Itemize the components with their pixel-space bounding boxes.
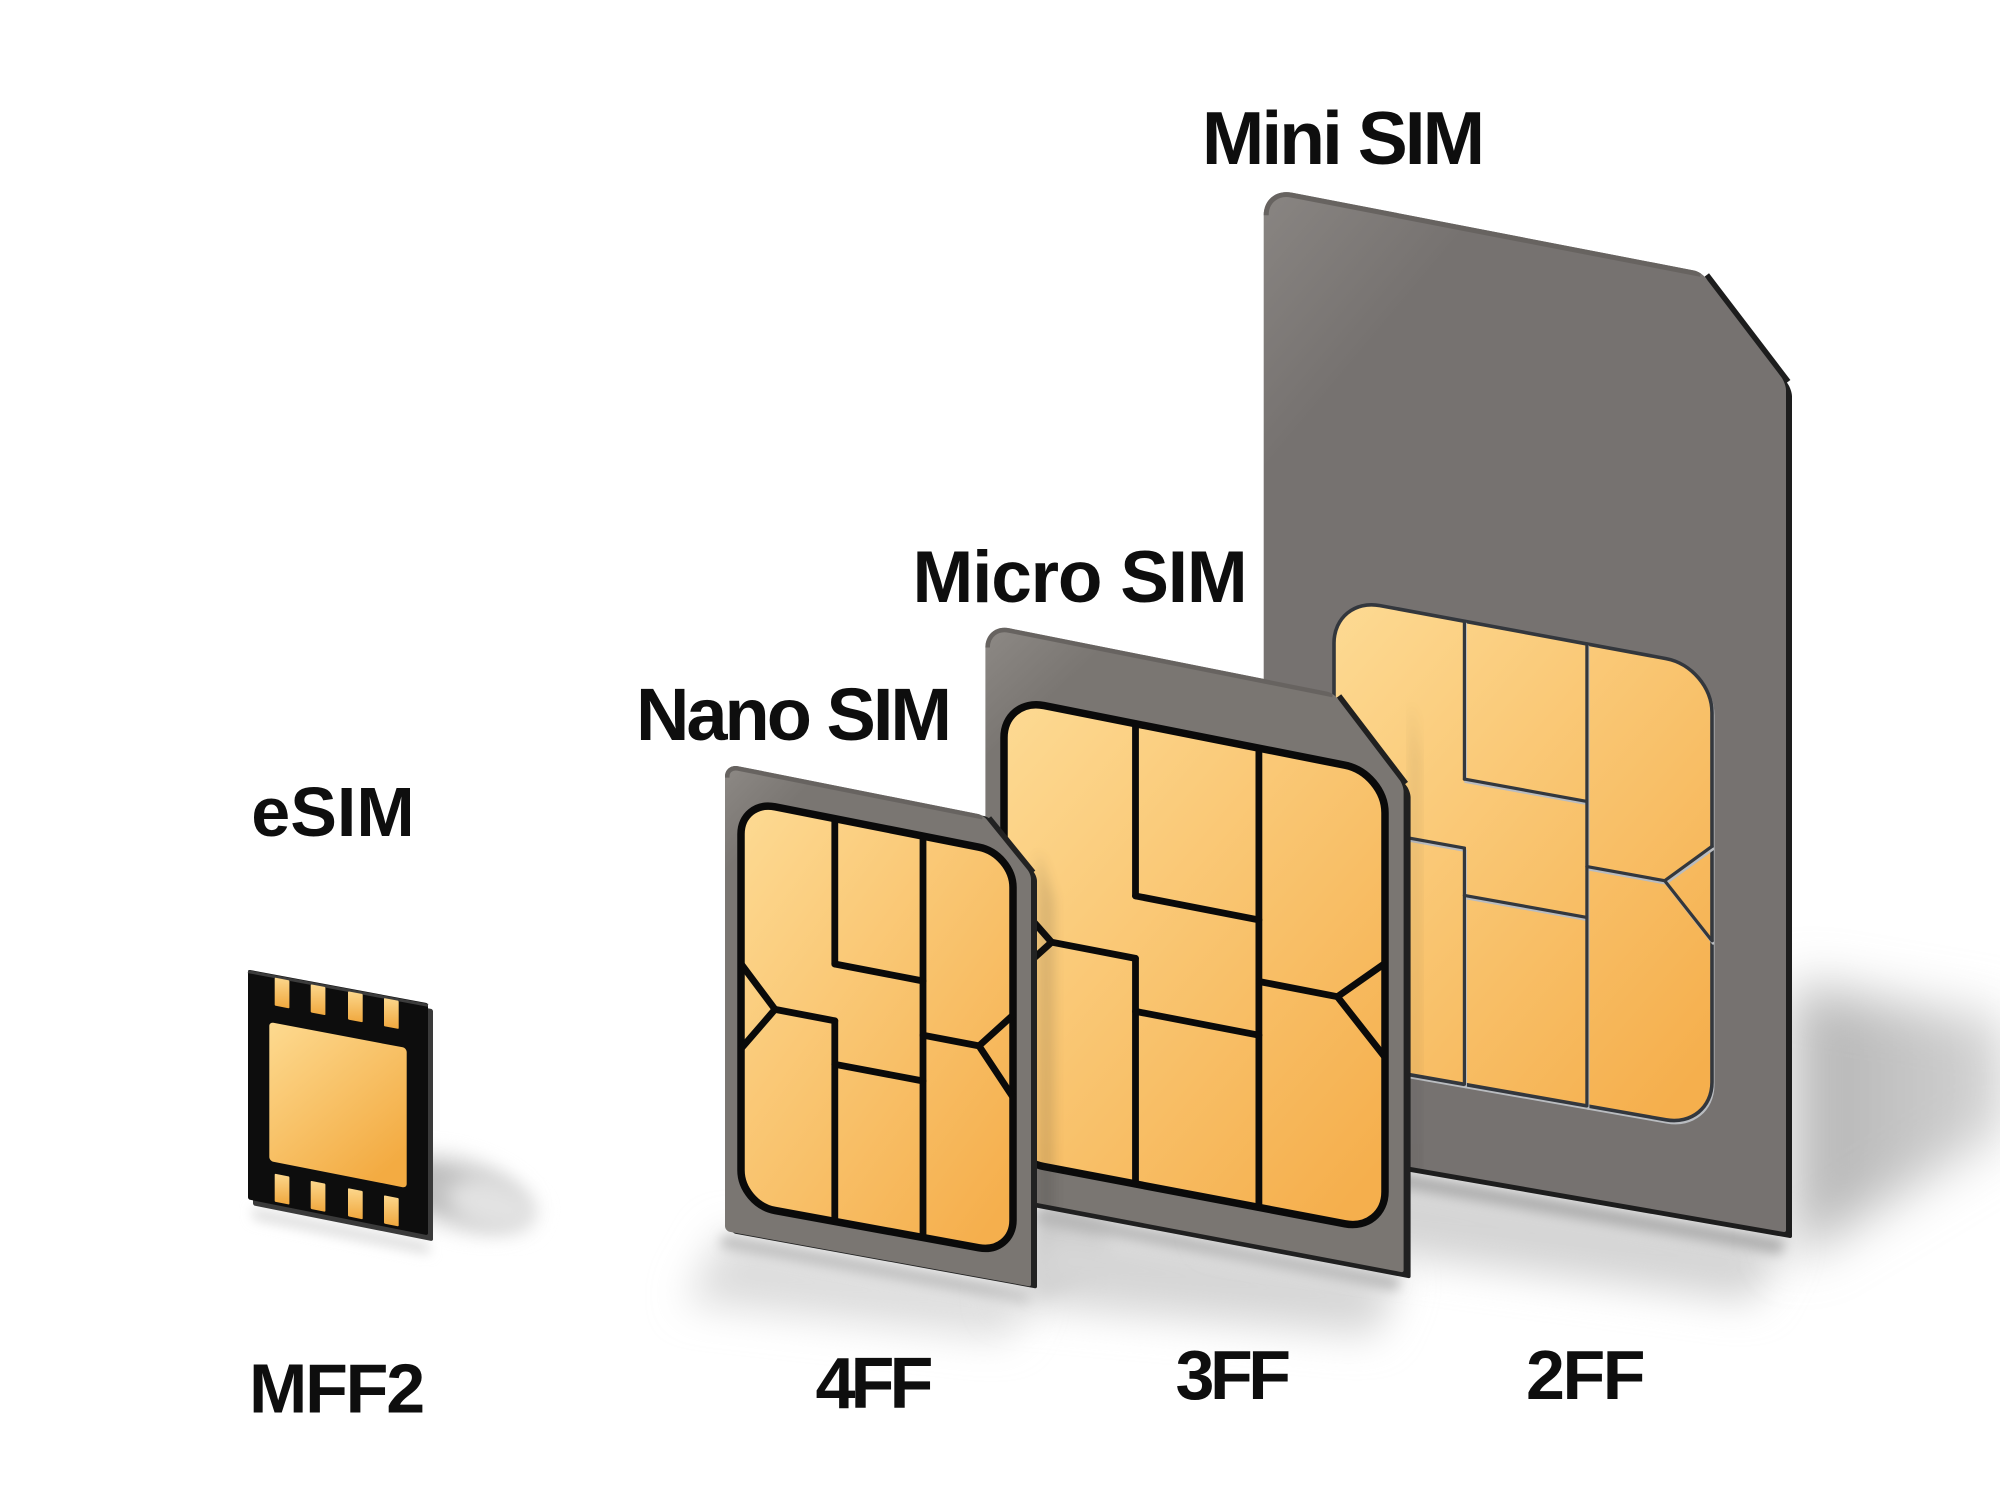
svg-text:MFF2: MFF2 [249,1350,423,1428]
svg-text:Micro SIM: Micro SIM [913,537,1247,618]
svg-text:2FF: 2FF [1526,1336,1644,1414]
svg-text:eSIM: eSIM [251,773,414,851]
svg-text:4FF: 4FF [815,1344,931,1424]
svg-text:Mini SIM: Mini SIM [1202,96,1482,180]
svg-text:3FF: 3FF [1176,1336,1290,1414]
svg-text:Nano SIM: Nano SIM [636,673,949,756]
